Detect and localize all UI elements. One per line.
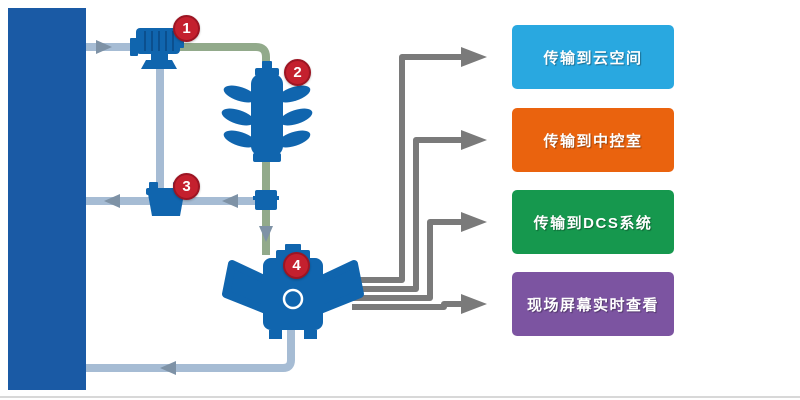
signal-arrows: [352, 54, 462, 310]
flow-arrow-left-icon: [222, 194, 238, 208]
output-box-cloud: 传输到云空间: [512, 25, 674, 89]
flow-arrow-left-icon: [104, 194, 120, 208]
pipe-return-bottom: [80, 328, 295, 372]
device-badge-2: 2: [284, 59, 311, 86]
bottom-edge-line: [0, 396, 800, 398]
output-box-screen: 现场屏幕实时查看: [512, 272, 674, 336]
output-box-dcs: 传输到DCS系统: [512, 190, 674, 254]
arrowhead-dcs-icon: [461, 212, 487, 232]
device-badge-1: 1: [173, 15, 200, 42]
pipe-flow-arrowheads: [96, 40, 273, 375]
flow-arrow-left-icon: [160, 361, 176, 375]
wall-bar: [8, 8, 86, 390]
pipe-junction-fitting: [253, 190, 279, 210]
signal-arrowheads: [461, 47, 487, 314]
flow-arrow-down-icon: [259, 226, 273, 242]
arrowhead-screen-icon: [461, 294, 487, 314]
pipe-green-line: [178, 43, 270, 255]
flowmeter-icon: [222, 244, 364, 339]
signal-arrow-cloud: [352, 54, 462, 283]
device-badge-3: 3: [173, 173, 200, 200]
device-badge-4: 4: [283, 252, 310, 279]
flow-arrow-right-icon: [96, 40, 112, 54]
arrowhead-control-room-icon: [461, 130, 487, 150]
flowmeter-window-icon: [282, 288, 304, 310]
arrowhead-cloud-icon: [461, 47, 487, 67]
output-label-cloud: 传输到云空间: [543, 49, 643, 67]
pump-icon: [130, 28, 184, 69]
output-label-screen: 现场屏幕实时查看: [526, 296, 659, 314]
signal-arrow-dcs: [352, 219, 462, 301]
signal-arrow-control-room: [352, 137, 462, 292]
output-box-control-room: 传输到中控室: [512, 108, 674, 172]
output-label-dcs: 传输到DCS系统: [533, 214, 653, 232]
output-label-control-room: 传输到中控室: [543, 132, 643, 150]
signal-arrow-screen: [352, 301, 462, 310]
control-valve-icon: [221, 61, 313, 162]
